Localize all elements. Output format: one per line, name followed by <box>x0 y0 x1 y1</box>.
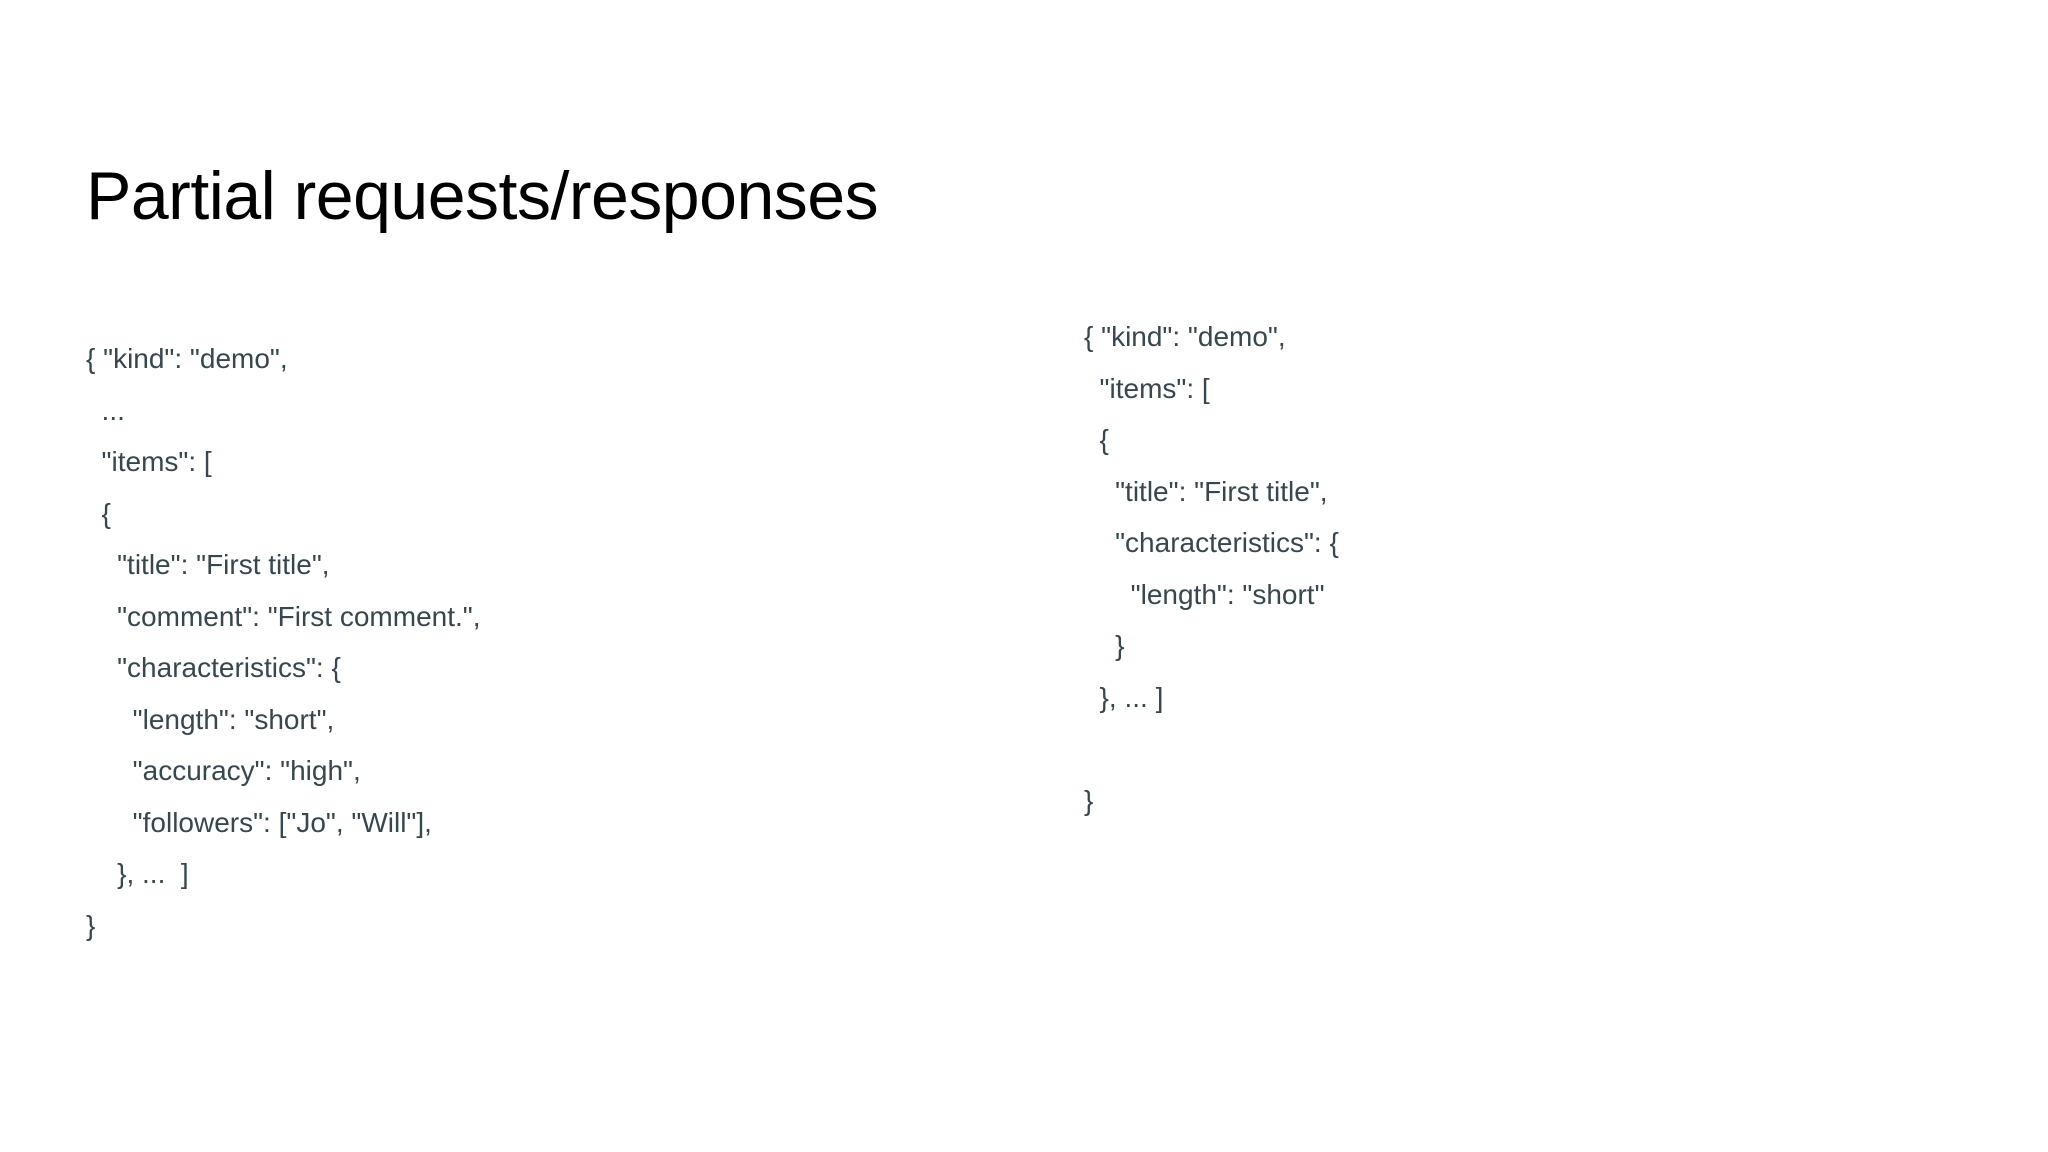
code-line: ... <box>86 394 125 426</box>
code-line: "followers": ["Jo", "Will"], <box>86 806 432 838</box>
partial-response-code-block: { "kind": "demo", "items": [ { "title": … <box>1084 311 1339 826</box>
code-line: "items": [ <box>86 446 212 477</box>
code-line: } <box>1084 784 1094 816</box>
code-line: "characteristics": { <box>1084 527 1339 558</box>
code-line: "title": "First title", <box>1084 475 1328 507</box>
code-line: "accuracy": "high", <box>86 755 361 786</box>
code-line: "items": [ <box>1084 372 1210 404</box>
code-line: } <box>86 909 96 941</box>
code-line: "comment": "First comment.", <box>86 600 481 632</box>
code-line: }, ... ] <box>86 858 189 889</box>
code-line: { <box>1084 424 1109 455</box>
code-line: }, ... ] <box>1084 681 1164 713</box>
page-title: Partial requests/responses <box>86 157 879 234</box>
code-line <box>1084 723 1339 775</box>
code-line: "title": "First title", <box>86 549 330 580</box>
code-line: "length": "short" <box>1084 578 1325 610</box>
code-line: { "kind": "demo", <box>1084 321 1286 352</box>
code-line: } <box>1084 630 1125 661</box>
code-line: "characteristics": { <box>86 652 341 683</box>
code-line: { "kind": "demo", <box>86 343 288 374</box>
code-line: "length": "short", <box>86 703 335 735</box>
partial-request-code-block: { "kind": "demo", ... "items": [ { "titl… <box>86 333 481 951</box>
code-line: { <box>86 497 111 529</box>
